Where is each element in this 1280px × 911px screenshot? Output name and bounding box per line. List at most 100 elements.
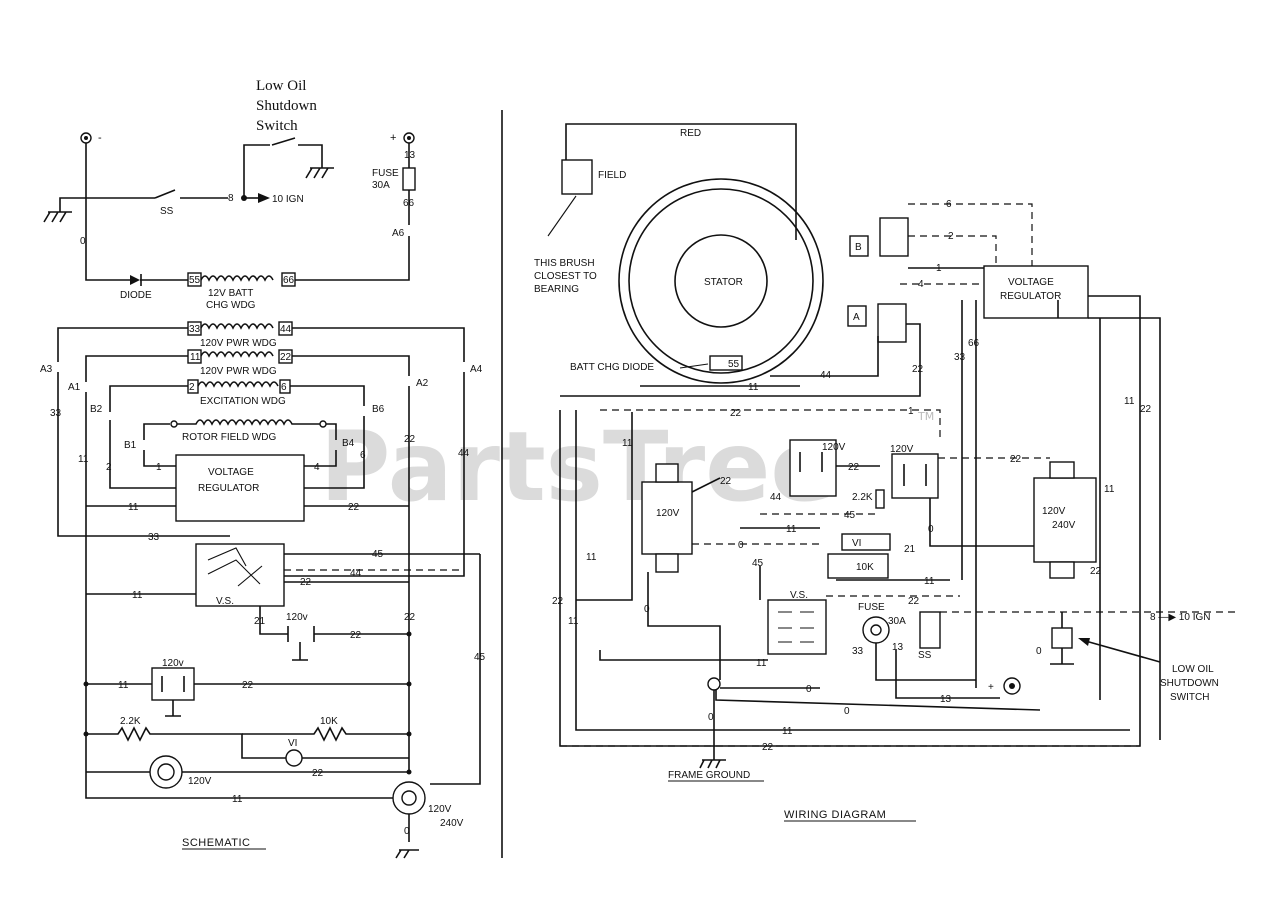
- svg-text:11: 11: [128, 502, 139, 513]
- pwr-winding-2: [200, 351, 274, 358]
- svg-text:11: 11: [78, 454, 89, 465]
- svg-text:22: 22: [762, 742, 774, 753]
- svg-text:B4: B4: [342, 438, 355, 449]
- wd-outlet-120v-right: [891, 453, 939, 499]
- wd-outlet-240v: [1033, 477, 1097, 563]
- svg-text:1: 1: [936, 263, 942, 274]
- svg-text:11: 11: [132, 590, 143, 601]
- low-oil-ground-icon: [305, 167, 334, 179]
- schematic-panel: Low Oil Shutdown Switch 8 10 IGN - + SS …: [40, 78, 486, 859]
- svg-text:VI: VI: [288, 738, 297, 749]
- svg-text:0: 0: [738, 540, 744, 551]
- svg-text:FUSE: FUSE: [372, 168, 399, 179]
- svg-text:240V: 240V: [1052, 520, 1076, 531]
- svg-text:+: +: [988, 682, 994, 693]
- svg-text:44: 44: [280, 324, 292, 335]
- svg-text:11: 11: [190, 352, 201, 363]
- svg-text:11: 11: [756, 658, 767, 669]
- svg-text:11: 11: [786, 524, 797, 535]
- svg-text:22: 22: [730, 408, 742, 419]
- svg-text:120V: 120V: [1042, 506, 1066, 517]
- svg-text:66: 66: [403, 198, 415, 209]
- svg-text:BEARING: BEARING: [534, 284, 579, 295]
- svg-text:21: 21: [904, 544, 916, 555]
- svg-text:120V PWR WDG: 120V PWR WDG: [200, 338, 277, 349]
- svg-text:45: 45: [474, 652, 486, 663]
- resistor-2-2k: [86, 726, 286, 759]
- diode-icon: [130, 275, 140, 285]
- svg-text:0: 0: [708, 712, 714, 723]
- svg-text:SWITCH: SWITCH: [1170, 692, 1209, 703]
- svg-text:V.S.: V.S.: [216, 596, 234, 607]
- svg-text:22: 22: [312, 768, 324, 779]
- svg-text:0: 0: [844, 706, 850, 717]
- svg-text:13: 13: [892, 642, 904, 653]
- svg-text:11: 11: [118, 680, 129, 691]
- svg-text:ROTOR FIELD WDG: ROTOR FIELD WDG: [182, 432, 276, 443]
- svg-text:22: 22: [348, 502, 360, 513]
- wd-outlet-120v-mid: [789, 439, 837, 497]
- svg-text:120V: 120V: [822, 442, 846, 453]
- ground-icon-bottom: [395, 849, 419, 859]
- svg-text:33: 33: [50, 408, 62, 419]
- svg-text:120V: 120V: [428, 804, 452, 815]
- svg-text:21: 21: [254, 616, 266, 627]
- wiring-panel: RED FIELD THIS BRUSH CLOSEST TO BEARING …: [534, 123, 1240, 822]
- svg-text:SS: SS: [160, 206, 174, 217]
- svg-text:13: 13: [940, 694, 952, 705]
- pwr-winding-1: [200, 323, 274, 330]
- svg-text:A1: A1: [68, 382, 81, 393]
- to-ign-label: 10 IGN: [272, 194, 304, 205]
- svg-text:44: 44: [770, 492, 782, 503]
- svg-text:B1: B1: [124, 440, 137, 451]
- svg-text:22: 22: [908, 596, 920, 607]
- svg-text:6: 6: [281, 382, 287, 393]
- svg-text:33: 33: [954, 352, 966, 363]
- svg-text:120V: 120V: [890, 444, 914, 455]
- connector-a: [847, 305, 867, 327]
- svg-text:45: 45: [844, 510, 856, 521]
- svg-text:22: 22: [1010, 454, 1022, 465]
- svg-text:22: 22: [404, 612, 416, 623]
- svg-text:FIELD: FIELD: [598, 170, 626, 181]
- svg-text:CHG WDG: CHG WDG: [206, 300, 256, 311]
- svg-text:22: 22: [720, 476, 732, 487]
- svg-text:REGULATOR: REGULATOR: [1000, 291, 1061, 302]
- low-oil-label-2: Shutdown: [256, 98, 317, 114]
- fuse-icon: [402, 167, 416, 191]
- svg-text:11: 11: [782, 726, 793, 737]
- svg-text:THIS BRUSH: THIS BRUSH: [534, 258, 595, 269]
- svg-text:LOW OIL: LOW OIL: [1172, 664, 1214, 675]
- svg-text:2: 2: [948, 231, 954, 242]
- svg-text:11: 11: [748, 382, 759, 393]
- svg-text:22: 22: [300, 577, 312, 588]
- svg-text:44: 44: [820, 370, 832, 381]
- svg-text:44: 44: [350, 568, 362, 579]
- svg-text:VOLTAGE: VOLTAGE: [1008, 277, 1054, 288]
- svg-text:FUSE: FUSE: [858, 602, 885, 613]
- brush-holder-icon: [561, 159, 593, 195]
- svg-text:0: 0: [928, 524, 934, 535]
- svg-text:22: 22: [242, 680, 254, 691]
- stator-inner: [674, 234, 768, 328]
- svg-text:1: 1: [156, 462, 162, 473]
- svg-text:30A: 30A: [888, 616, 906, 627]
- watermark-text: PartsTree: [320, 411, 835, 523]
- wd-resistor-2-2k: [875, 489, 885, 509]
- svg-text:22: 22: [848, 462, 860, 473]
- svg-text:A: A: [853, 312, 860, 323]
- svg-text:B2: B2: [90, 404, 103, 415]
- svg-text:REGULATOR: REGULATOR: [198, 483, 259, 494]
- svg-text:22: 22: [1140, 404, 1152, 415]
- svg-text:A4: A4: [470, 364, 483, 375]
- svg-text:CLOSEST TO: CLOSEST TO: [534, 271, 597, 282]
- svg-text:2.2K: 2.2K: [120, 716, 141, 727]
- svg-text:55: 55: [728, 359, 740, 370]
- svg-text:SS: SS: [918, 650, 932, 661]
- svg-text:11: 11: [1124, 396, 1135, 407]
- svg-text:BATT CHG DIODE: BATT CHG DIODE: [570, 362, 654, 373]
- svg-text:22: 22: [1090, 566, 1102, 577]
- svg-text:SHUTDOWN: SHUTDOWN: [1160, 678, 1219, 689]
- svg-text:0: 0: [80, 236, 86, 247]
